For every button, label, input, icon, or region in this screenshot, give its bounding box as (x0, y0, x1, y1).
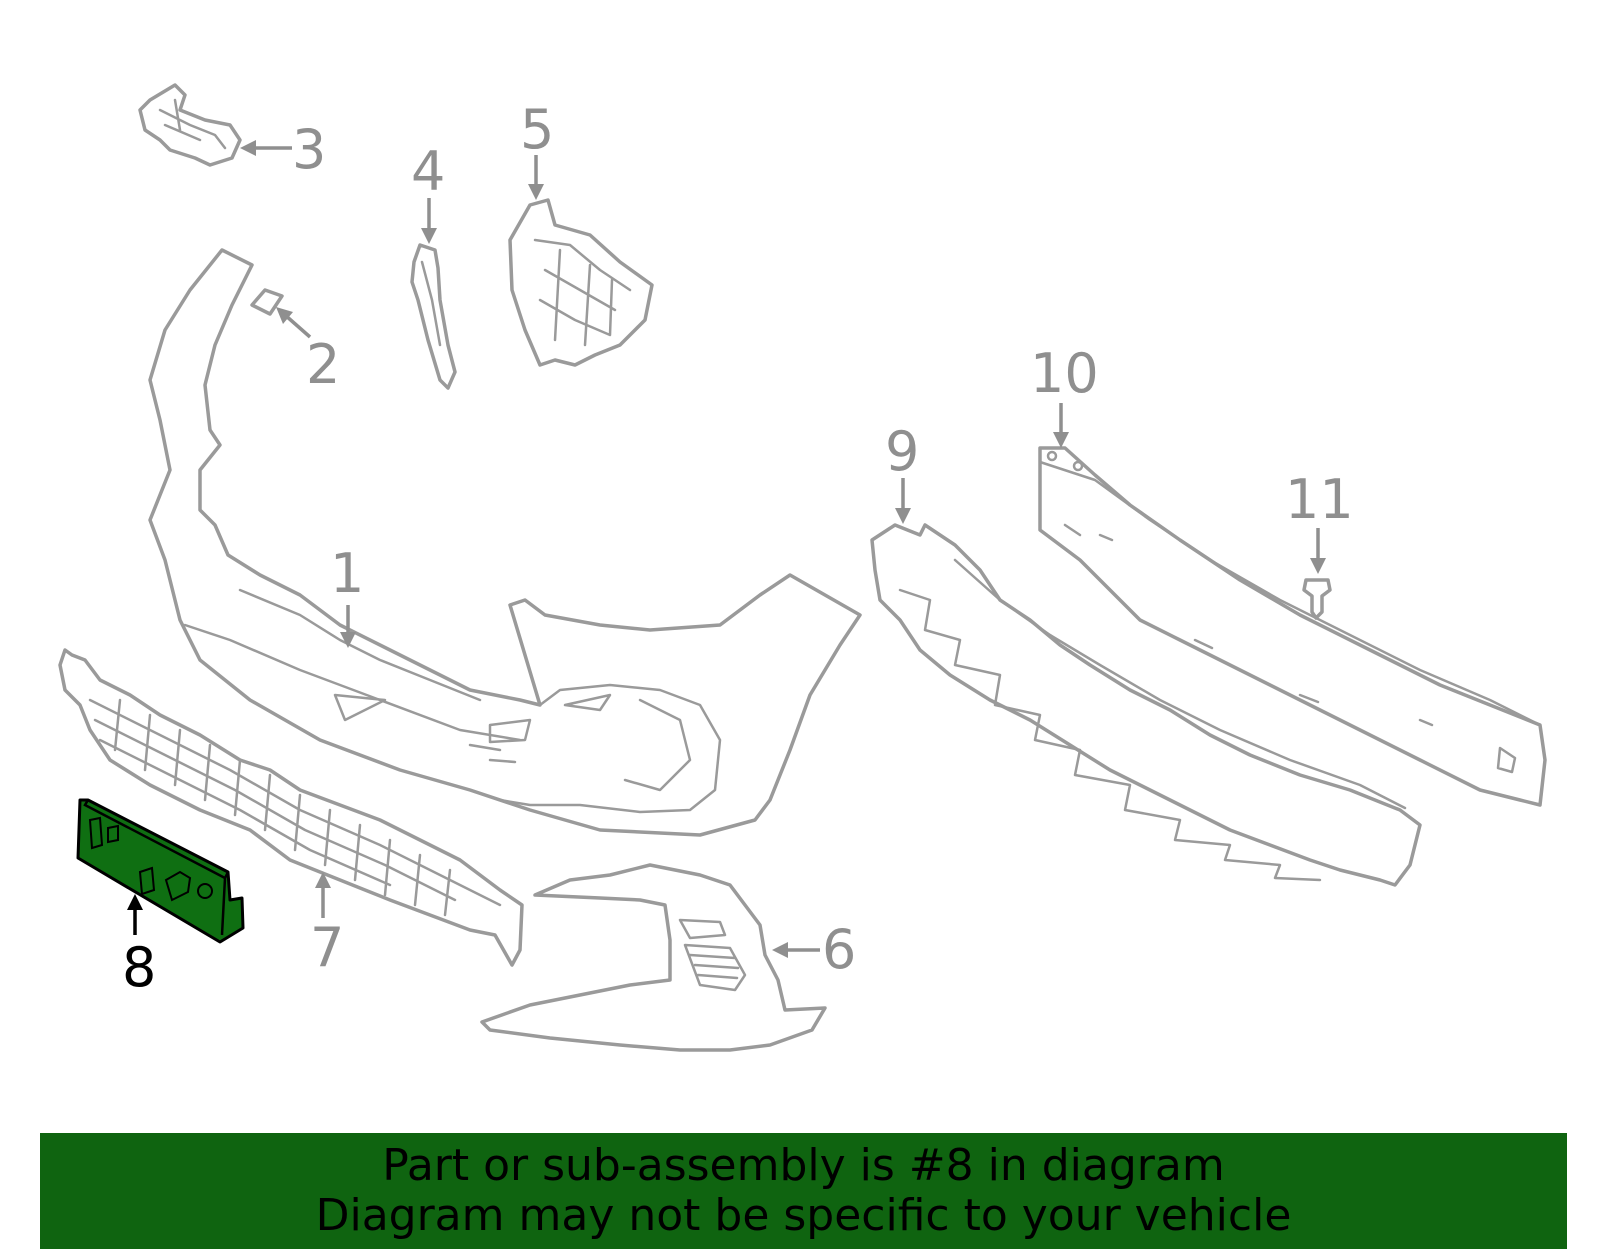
part-2-clip (250, 288, 284, 316)
part-9-absorber (870, 523, 1422, 887)
part-4-bracket (410, 243, 457, 390)
callout-10: 10 (1030, 342, 1099, 405)
part-11-push-clip (1302, 578, 1332, 620)
callout-labels: 1 2 3 4 5 6 7 8 9 10 11 (122, 98, 1354, 999)
part-8-bracket-highlighted[interactable] (76, 798, 245, 944)
leader-lines (127, 140, 1326, 958)
banner-line-2: Diagram may not be specific to your vehi… (315, 1190, 1292, 1241)
callout-8[interactable]: 8 (122, 936, 156, 999)
callout-5: 5 (520, 98, 554, 161)
callout-4: 4 (411, 140, 445, 203)
part-7-lower-grille (58, 648, 524, 967)
callout-2: 2 (306, 333, 340, 396)
part-6-fog-lamp-bezel (480, 863, 827, 1052)
part-1-bumper-cover (148, 248, 862, 837)
part-5-bracket (508, 198, 654, 367)
callout-6: 6 (822, 918, 856, 981)
callout-1: 1 (330, 542, 364, 605)
callout-9: 9 (885, 420, 919, 483)
banner-line-1: Part or sub-assembly is #8 in diagram (382, 1140, 1225, 1191)
part-10-impact-bar (1038, 446, 1547, 807)
callout-11: 11 (1285, 468, 1354, 531)
part-3-bracket (138, 83, 242, 167)
info-banner: Part or sub-assembly is #8 in diagram Di… (40, 1133, 1567, 1249)
callout-7: 7 (310, 916, 344, 979)
callout-3: 3 (292, 118, 326, 181)
